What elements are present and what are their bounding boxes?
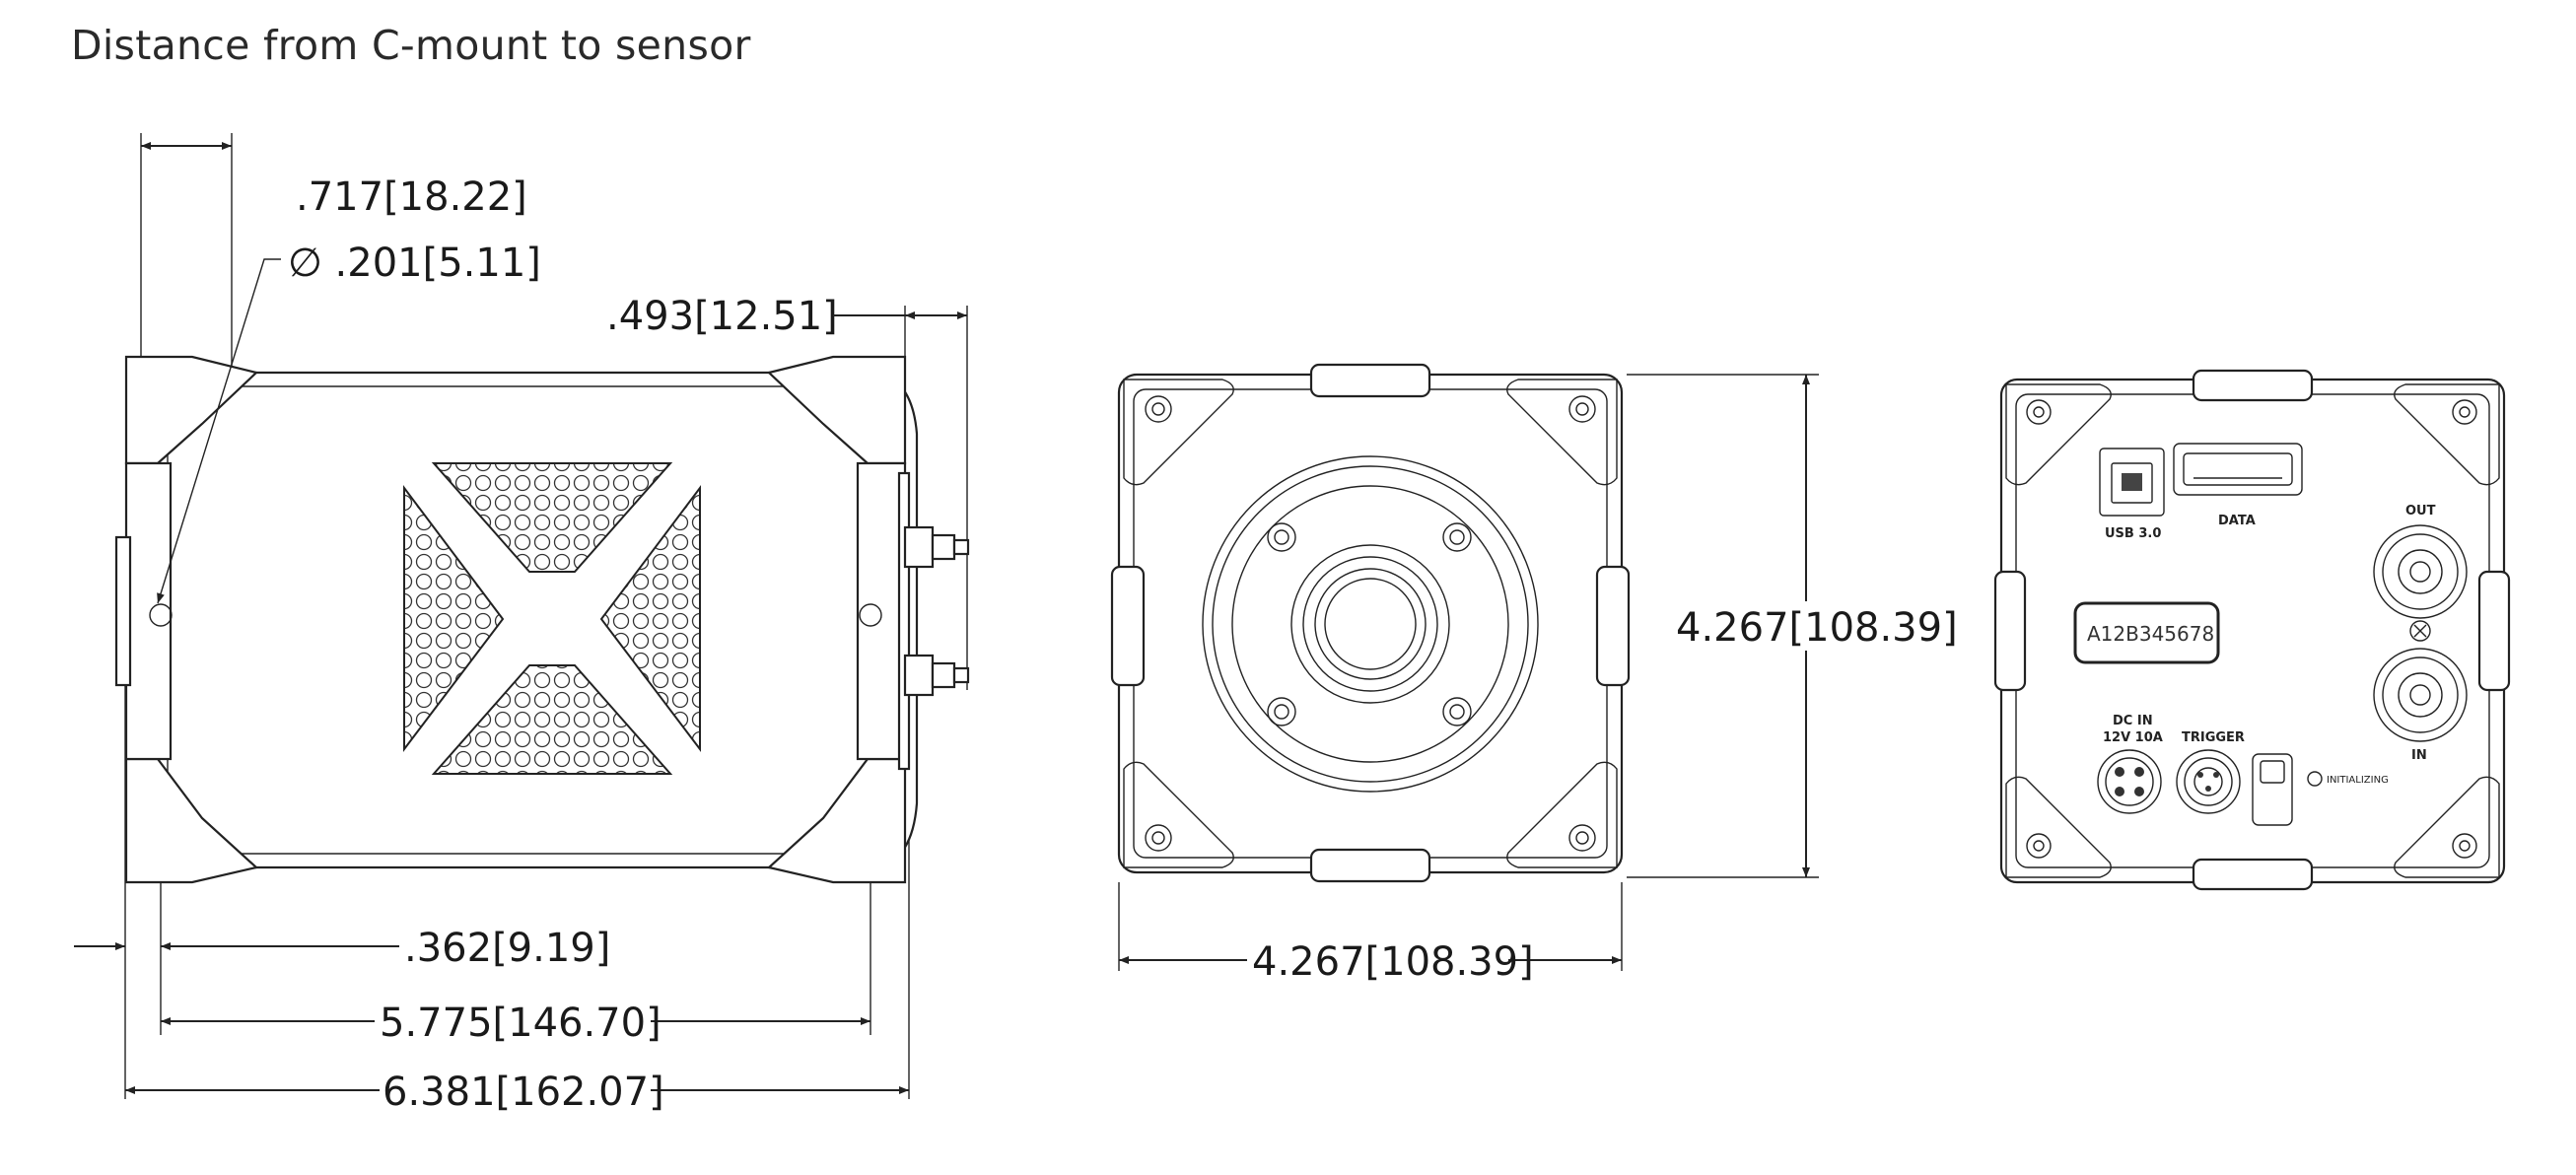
front-view: 4.267[108.39] 4.267[108.39]: [1110, 363, 1958, 985]
dim-top-width: .717[18.22]: [296, 174, 527, 220]
initializing-led: [2307, 771, 2323, 787]
trigger-connector: [2176, 749, 2241, 814]
side-connector-bottom: [903, 654, 970, 697]
initializing-label: INITIALIZING: [2327, 775, 2389, 786]
usb-label: USB 3.0: [2105, 526, 2161, 541]
front-housing: [1117, 373, 1624, 874]
dim-connector: .493[12.51]: [606, 294, 838, 339]
dim-front-width: 4.267[108.39]: [1252, 939, 1534, 985]
dc-in-connector: [2097, 749, 2162, 814]
dim-hole-diameter: ∅ .201[5.11]: [288, 241, 541, 286]
serial-number: A12B345678: [2087, 622, 2214, 646]
dim-total-length: 6.381[162.07]: [383, 1070, 664, 1115]
trigger-label: TRIGGER: [2182, 730, 2245, 745]
data-label: DATA: [2218, 514, 2256, 528]
serial-plate: [2073, 601, 2220, 664]
side-view: .717[18.22] ∅ .201[5.11] .493[12.51] .36…: [74, 133, 970, 1115]
ground-screw: [2409, 620, 2431, 642]
data-port: [2173, 443, 2303, 496]
dim-c-mount: .362[9.19]: [404, 926, 610, 971]
side-vent: [403, 462, 701, 775]
dc-in-label: DC IN: [2113, 714, 2153, 728]
in-label: IN: [2411, 748, 2427, 763]
usb-port: [2099, 448, 2165, 517]
dim-front-height: 4.267[108.39]: [1676, 605, 1958, 651]
out-connector: [2373, 524, 2468, 619]
dc-in-rating: 12V 10A: [2103, 730, 2163, 745]
rear-switch: [2252, 753, 2293, 826]
side-housing: [141, 371, 919, 869]
page-title: Distance from C-mount to sensor: [71, 22, 751, 69]
in-connector: [2373, 648, 2468, 742]
rear-view: USB 3.0 DATA OUT IN A12: [1993, 369, 2511, 891]
out-label: OUT: [2405, 504, 2436, 518]
side-connector-top: [903, 525, 970, 569]
dim-body-length: 5.775[146.70]: [380, 1001, 661, 1046]
